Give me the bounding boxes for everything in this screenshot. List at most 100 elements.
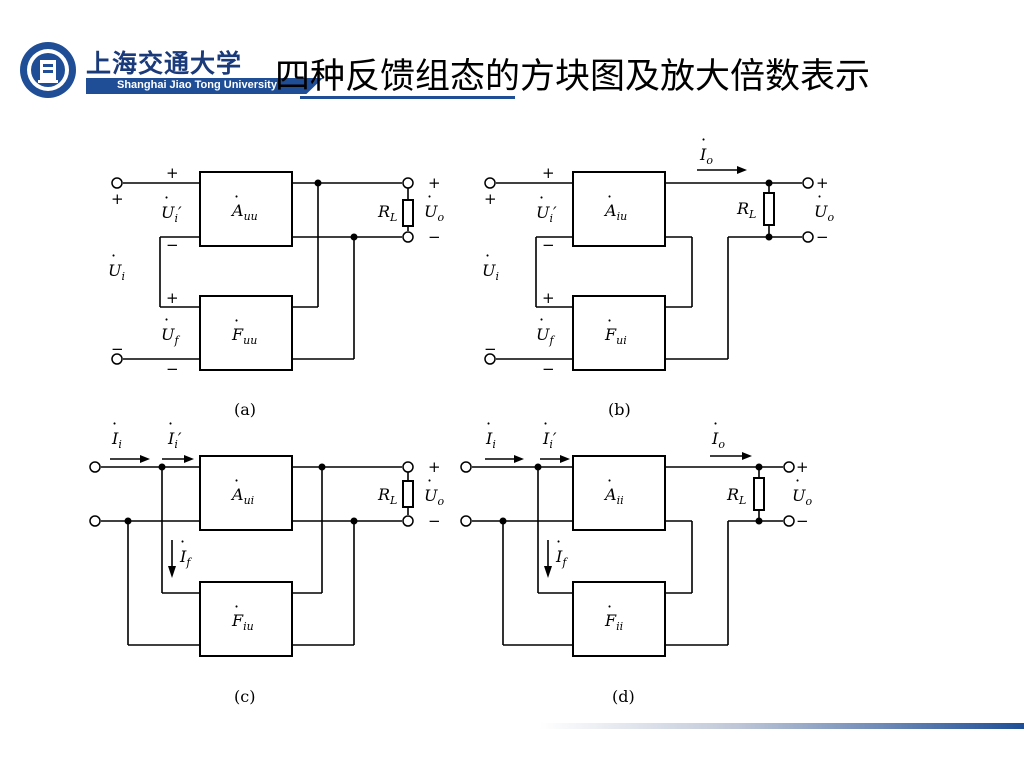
diagram-c: Aui · Fiu · Ii · Ii′ · If · + − RL Uo · …: [89, 414, 444, 706]
input-label: Ii: [111, 429, 122, 451]
dot-mark: ·: [795, 471, 800, 490]
amplifier-block: [199, 171, 293, 247]
wires: [123, 182, 409, 360]
output-plus: +: [816, 174, 829, 192]
input-minus: −: [111, 340, 124, 358]
load-label: RL: [726, 485, 746, 507]
university-name-cn: 上海交通大学: [86, 49, 243, 78]
dot-mark: ·: [111, 246, 116, 265]
slide-title: 四种反馈组态的方块图及放大倍数表示: [275, 57, 871, 97]
diagram-caption: (c): [234, 687, 255, 706]
dot-mark: ·: [168, 414, 173, 433]
dot-mark: ·: [817, 187, 822, 206]
dot-mark: ·: [427, 187, 432, 206]
junction-dot: [755, 463, 763, 471]
dot-mark: ·: [556, 532, 561, 551]
feedback-block: [199, 295, 293, 371]
junction-dot: [499, 517, 507, 525]
junction-dot: [124, 517, 132, 525]
amplifier-block: [572, 171, 666, 247]
amplifier-block: [572, 455, 666, 531]
dot-mark: ·: [234, 311, 239, 330]
dot-mark: ·: [427, 471, 432, 490]
output-terminal-bottom: [802, 231, 814, 243]
amp-plus: +: [166, 164, 179, 182]
feedback-block: [199, 581, 293, 657]
amp-gain-label: Aiu: [603, 201, 627, 223]
arrowhead: [742, 452, 752, 460]
junction-dot: [534, 463, 542, 471]
output-plus: +: [796, 458, 809, 476]
out-current-label: Io: [711, 429, 725, 451]
input-label: Ui: [108, 261, 125, 283]
dot-mark: ·: [164, 310, 169, 329]
net-input-label: Ii′: [167, 429, 182, 451]
input-label: Ui: [482, 261, 499, 283]
diagram-a: Auu · Fuu · + − + − + − + − Ui′ · Ui · U…: [108, 164, 444, 419]
title-underline: [300, 96, 515, 99]
junction-dot: [765, 179, 773, 187]
footer-rule: [540, 723, 1024, 729]
dot-mark: ·: [607, 187, 612, 206]
load-label: RL: [736, 199, 756, 221]
dot-mark: ·: [539, 310, 544, 329]
dot-mark: ·: [543, 414, 548, 433]
junction-dot: [314, 179, 322, 187]
wires: [496, 182, 802, 360]
fb-plus: +: [166, 289, 179, 307]
input-minus: −: [484, 340, 497, 358]
fb-factor-label: Fuu: [231, 325, 257, 347]
input-terminal-top: [484, 177, 496, 189]
university-banner: [86, 78, 323, 94]
dot-mark: ·: [713, 414, 718, 433]
junction-dot: [318, 463, 326, 471]
junction-dot: [350, 233, 358, 241]
output-label: Uo: [814, 202, 834, 224]
output-terminal-bottom: [402, 515, 414, 527]
dot-mark: ·: [164, 188, 169, 207]
dot-mark: ·: [112, 414, 117, 433]
output-terminal-top: [402, 461, 414, 473]
amp-minus: −: [542, 236, 555, 254]
dot-mark: ·: [180, 532, 185, 551]
amplifier-block: [199, 455, 293, 531]
input-terminal-bottom: [484, 353, 496, 365]
dot-mark: ·: [701, 130, 706, 149]
input-plus: +: [111, 190, 124, 208]
dot-mark: ·: [234, 597, 239, 616]
amp-minus: −: [166, 236, 179, 254]
output-plus: +: [428, 174, 441, 192]
arrowhead: [560, 455, 570, 463]
output-label: Uo: [424, 486, 444, 508]
output-minus: −: [796, 512, 809, 530]
fb-factor-label: Fiu: [231, 611, 254, 633]
amp-plus: +: [542, 164, 555, 182]
feedback-label: If: [555, 547, 568, 569]
fb-plus: +: [542, 289, 555, 307]
net-input-label: Ui′: [536, 203, 557, 225]
input-terminal-bottom: [460, 515, 472, 527]
junction-dot: [350, 517, 358, 525]
dot-mark: ·: [607, 311, 612, 330]
amp-gain-label: Aui: [230, 485, 254, 507]
dot-mark: ·: [607, 471, 612, 490]
amp-gain-label: Aii: [603, 485, 624, 507]
output-minus: −: [428, 228, 441, 246]
dot-mark: ·: [607, 597, 612, 616]
output-label: Uo: [792, 486, 812, 508]
output-minus: −: [428, 512, 441, 530]
arrowhead: [168, 566, 176, 578]
junction-dot: [765, 233, 773, 241]
out-current-label: Io: [699, 145, 713, 167]
fb-factor-label: Fii: [604, 611, 623, 633]
net-input-label: Ui′: [161, 203, 182, 225]
slide-header: 上海交通大学 Shanghai Jiao Tong University 四种反…: [0, 0, 1024, 110]
load-resistor: [402, 480, 414, 508]
university-logo-icon: [20, 42, 76, 98]
feedback-label: If: [179, 547, 192, 569]
load-resistor: [402, 199, 414, 227]
junction-dot: [158, 463, 166, 471]
load-resistor: [763, 192, 775, 226]
wires: [472, 466, 783, 646]
input-terminal-bottom: [111, 353, 123, 365]
